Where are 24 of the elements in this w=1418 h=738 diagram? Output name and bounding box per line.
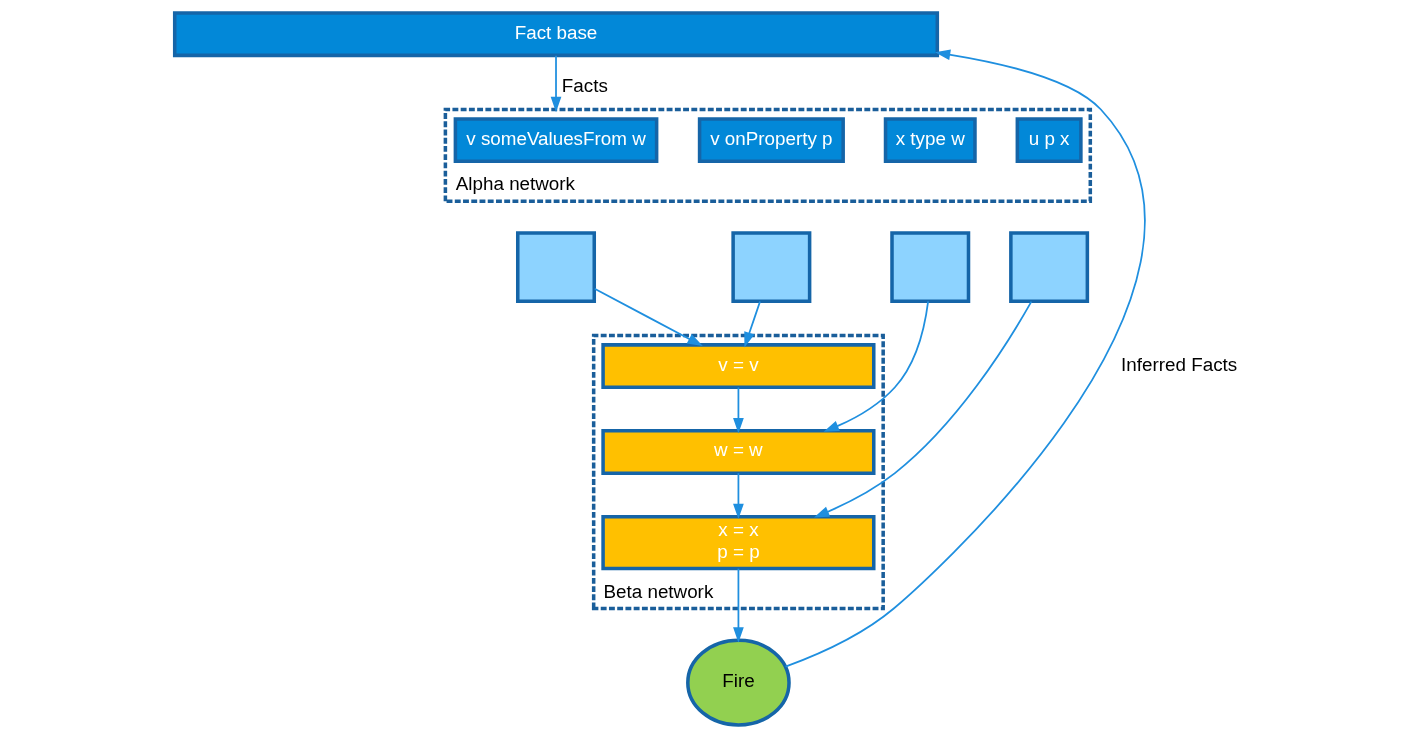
- arrow: [733, 386, 744, 434]
- node-box: [731, 231, 812, 304]
- node-box: x = x p = p: [601, 514, 876, 571]
- node-box: v onProperty p: [697, 117, 845, 164]
- edge-label: Inferred Facts: [1121, 353, 1238, 375]
- node-box: w = w: [601, 429, 876, 475]
- node-ellipse: Fire: [686, 638, 791, 727]
- arrow: [784, 49, 1146, 668]
- node-box: x type w: [883, 117, 977, 164]
- arrow: [733, 472, 744, 520]
- node-box: u p x: [1015, 117, 1083, 164]
- node-box: [1009, 231, 1090, 304]
- arrow: [813, 300, 1033, 518]
- node-box: v someValuesFrom w: [453, 117, 659, 164]
- arrow: [733, 567, 744, 643]
- arrow: [823, 300, 929, 432]
- node-box: Fact base: [172, 11, 940, 58]
- edge-label: Facts: [561, 74, 608, 96]
- arrow: [744, 300, 761, 348]
- arrow: [550, 54, 562, 113]
- node-box: [890, 231, 971, 304]
- node-box: v = v: [601, 343, 876, 389]
- arrow: [593, 287, 703, 347]
- node-box: [516, 231, 597, 304]
